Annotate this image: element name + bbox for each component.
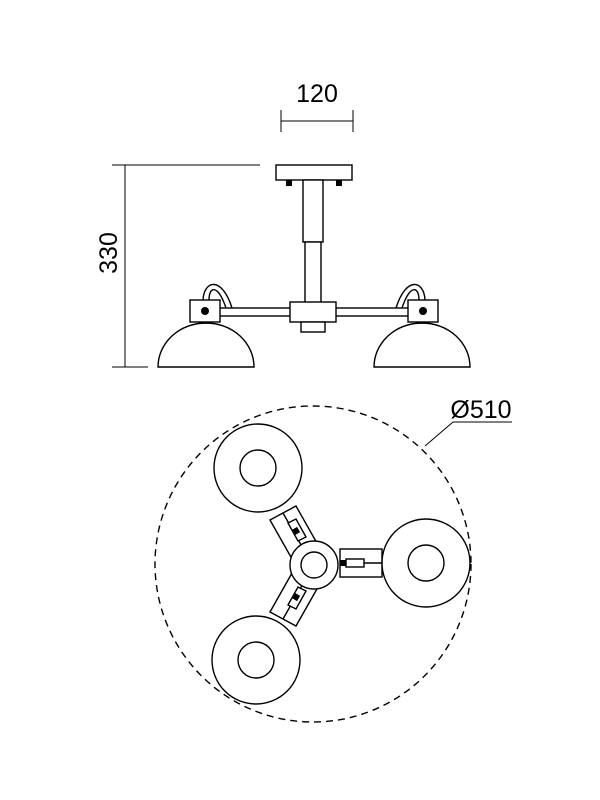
top-view: Ø510 xyxy=(154,396,512,723)
lamp-lower-left xyxy=(211,615,301,705)
hub-cap xyxy=(300,321,326,333)
left-holder-screw xyxy=(201,307,209,315)
ceiling-canopy xyxy=(275,164,353,181)
left-lamp-shade xyxy=(157,322,255,368)
right-lamp-shade xyxy=(373,322,471,368)
width-label: 120 xyxy=(296,80,338,108)
right-cable xyxy=(395,283,426,309)
lamp-opening xyxy=(407,544,445,582)
stem-upper xyxy=(302,179,324,243)
diameter-label: Ø510 xyxy=(450,396,511,424)
lamp-opening xyxy=(237,641,275,679)
stem-lower xyxy=(304,241,322,305)
central-hub xyxy=(289,301,337,323)
canopy-screw xyxy=(336,180,342,186)
height-label: 330 xyxy=(95,232,123,274)
lamp-right xyxy=(381,518,471,608)
right-cable-inner xyxy=(401,289,420,309)
lamp-opening xyxy=(239,449,277,487)
side-view: 120 330 xyxy=(95,80,471,368)
lamp-upper-left xyxy=(213,423,303,513)
canopy-screw xyxy=(286,180,292,186)
width-dimension: 120 xyxy=(280,80,354,132)
right-holder-screw xyxy=(419,307,427,315)
right-arm xyxy=(339,548,383,578)
height-dimension: 330 xyxy=(95,164,260,368)
left-cable xyxy=(202,283,233,309)
hub-top-inner xyxy=(300,551,328,579)
diameter-envelope xyxy=(154,405,472,723)
left-cable-inner xyxy=(208,289,227,309)
diameter-dimension: Ø510 xyxy=(424,396,512,447)
